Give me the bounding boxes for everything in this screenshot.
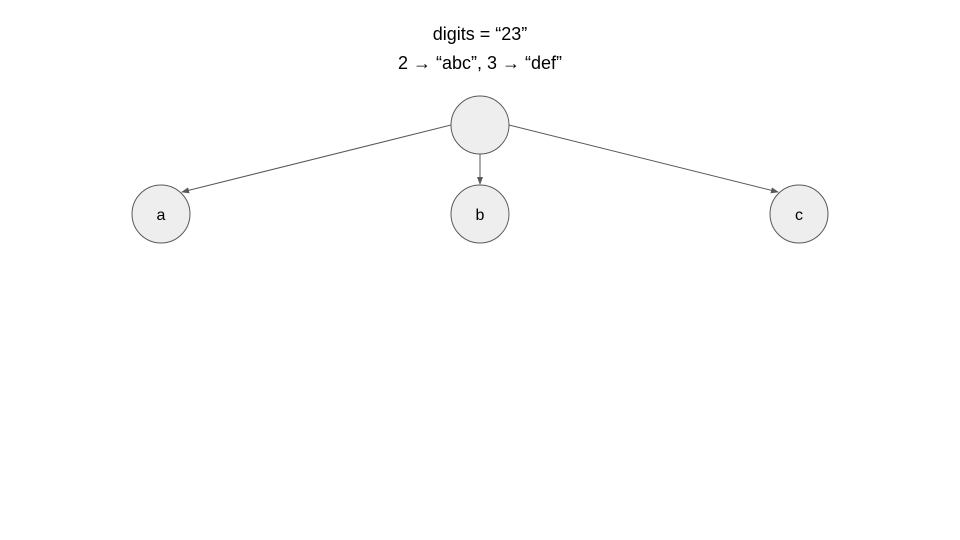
child-node-label: c bbox=[795, 207, 803, 224]
mapping-label: 2 → “abc”, 3 → “def” bbox=[397, 53, 563, 73]
edge-root-to-c bbox=[508, 124, 779, 194]
child-node-label: a bbox=[157, 207, 166, 224]
edge-root-to-a bbox=[181, 124, 452, 194]
child-node-a: a bbox=[131, 184, 191, 244]
root-node bbox=[450, 95, 510, 155]
child-node-c: c bbox=[769, 184, 829, 244]
child-node-b: b bbox=[450, 184, 510, 244]
digits-label: digits = “23” bbox=[432, 24, 528, 44]
child-node-label: b bbox=[476, 207, 485, 224]
